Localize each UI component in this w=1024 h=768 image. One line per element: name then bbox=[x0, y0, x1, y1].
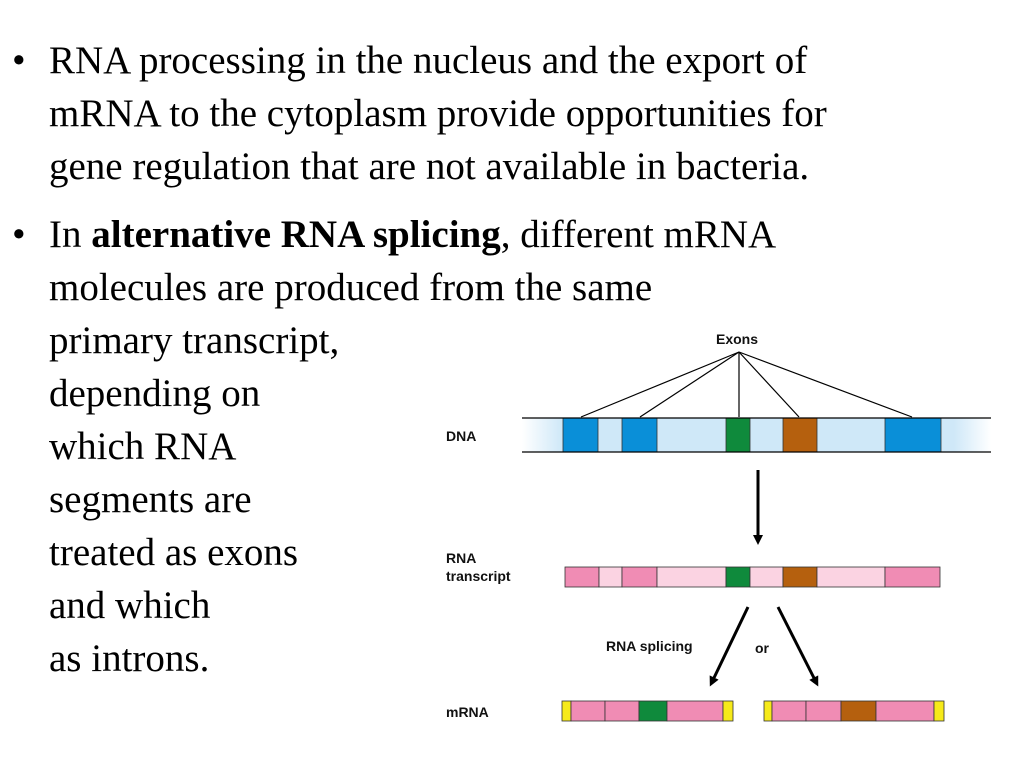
bullet-text: In alternative RNA splicing, different m… bbox=[49, 208, 1000, 685]
bullet-2-line-5: which RNA bbox=[49, 425, 237, 468]
bullet-2-line-6: segments are bbox=[49, 478, 252, 521]
bullet-2-line-7: treated as exons bbox=[49, 531, 299, 574]
bullet-2-line-3: primary transcript, bbox=[49, 319, 340, 362]
mrna-label: mRNA bbox=[446, 704, 489, 720]
bullet-2-prefix: In bbox=[49, 213, 92, 256]
bullet-2-line-2: molecules are produced from the same bbox=[49, 266, 653, 309]
bullet-text: RNA processing in the nucleus and the ex… bbox=[49, 34, 1000, 193]
bullet-1-line-1: RNA processing in the nucleus and the ex… bbox=[49, 39, 808, 82]
bullet-2-line-9: as introns. bbox=[49, 637, 210, 680]
mrna-variant-1 bbox=[561, 700, 734, 722]
bullet-2-line-1: In alternative RNA splicing, different m… bbox=[49, 208, 1000, 261]
bullet-alternative-splicing: • In alternative RNA splicing, different… bbox=[0, 208, 1000, 685]
bullet-1-line-2: mRNA to the cytoplasm provide opportunit… bbox=[49, 92, 827, 135]
bullet-2-line-8: and which bbox=[49, 584, 211, 627]
bullet-rna-processing: • RNA processing in the nucleus and the … bbox=[0, 34, 1000, 193]
bullet-2-line-4: depending on bbox=[49, 372, 261, 415]
bullet-list: • RNA processing in the nucleus and the … bbox=[0, 34, 1000, 685]
bullet-2-line-1-rest: , different mRNA bbox=[500, 213, 777, 256]
bullet-dot: • bbox=[12, 213, 26, 256]
alternative-rna-splicing-term: alternative RNA splicing bbox=[91, 213, 501, 256]
bullet-1-line-3: gene regulation that are not available i… bbox=[49, 145, 810, 188]
bullet-dot: • bbox=[12, 39, 26, 82]
mrna-variant-2 bbox=[763, 700, 945, 722]
